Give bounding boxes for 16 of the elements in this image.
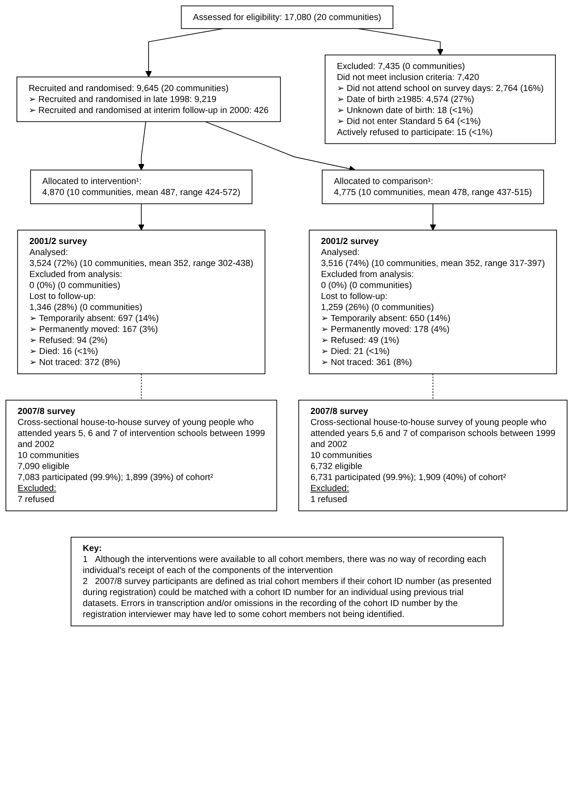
arrow (138, 121, 146, 170)
node-box: 2001/2 survey Analysed: 3,524 (72%) (10 communities, mean 352, range 302-438) Excluded from analysis: 0 (0%) (0 communities) Lost to follow-up: 1,346 (28%) (0 communities) ➢ Temporarily absent: 697 (14%) ➢ Permanently moved: 167 (3%) ➢ Refused: 94 (2%) ➢ Died: 16 (<1%) ➢ Not traced: 372 (8%) (17, 230, 266, 374)
node-box: 2001/2 survey Analysed: 3,516 (74%) (10 communities, mean 352, range 317-397) Excluded from analysis: 0 (0%) (0 communities) Lost to follow-up: 1,259 (26%) (0 communities) ➢ Temporarily absent: 650 (14%) ➢ Permanently moved: 178 (4%) ➢ Refused: 49 (1%) ➢ Died: 21 (<1%) ➢ Not traced: 361 (8%) (308, 230, 557, 374)
arrow (138, 203, 145, 230)
connector (140, 373, 142, 401)
node-box: Recruited and randomised: 9,645 (20 communities) ➢ Recruited and randomised in late 1998: 9,219 ➢ Recruited and randomised at interim follow-up in 2000: 426 (16, 76, 281, 122)
node-box: 2007/8 survey Cross-sectional house-to-house survey of young people who attended years 5,6 and 7 of comparison schools between 1999 and 2002 10 communities 6,732 eligible 6,731 participated (99.9%); 1,909 (40%) of cohort² Excluded: 1 refused (298, 400, 568, 512)
node-box: Excluded: 7,435 (0 communities) Did not meet inclusion criteria: 7,420 ➢ Did not attend school on survey days: 2,764 (16%) ➢ Date of birth ≥1985: 4,574 (27%) ➢ Unknown date of birth: 18 (<1%) ➢ Did not enter Standard 5 64 (<1%) Actively refused to participate: 15 (<1%) (324, 54, 556, 144)
arrow (204, 121, 356, 172)
node-box: Assessed for eligibility: 17,080 (20 communities) (180, 6, 394, 29)
node-box: Allocated to comparison¹: 4,775 (10 communities, mean 478, range 437-515) (322, 170, 544, 204)
connector (432, 373, 434, 401)
node-box: 2007/8 survey Cross-sectional house-to-house survey of young people who attended years 5, 6 and 7 of intervention schools between 1999 and 2002 10 communities 7,090 eligible 7,083 participated (99.9%); 1,899 (39%) of cohort² Excluded: 7 refused (6, 400, 278, 512)
arrow (430, 203, 436, 230)
node-box: Key: 1 Although the interventions were available to all cohort members, there was no way of recording each individual's receipt of each of the components of the intervention 2 2007/8 survey participants are defined as trial cohort members if their cohort ID number (as presented during registration) could be matched with a cohort ID number for an individual using previous trial datasets. Errors in transcription and/or omissions in the recording of the cohort ID number by the registration interviewer may have led to some cohort members not being identified. (70, 536, 504, 626)
node-box: Allocated to intervention¹: 4,870 (10 communities, mean 487, range 424-572) (30, 170, 252, 204)
